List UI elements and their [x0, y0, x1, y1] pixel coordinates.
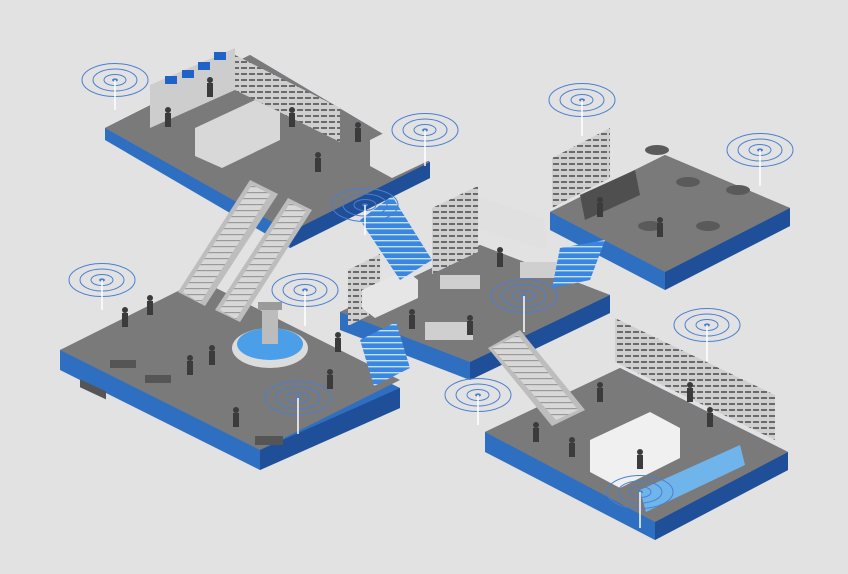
bench-row [80, 360, 283, 445]
cashier-desk [362, 270, 418, 318]
beacon-plaza-fountain [271, 273, 339, 326]
display-counter [195, 100, 280, 168]
produce-bins [590, 412, 680, 488]
stair-clothing-cafe [552, 240, 605, 288]
beacon-plaza-left [68, 263, 136, 310]
beacon-electronics-right [391, 113, 459, 166]
sofa [580, 170, 640, 220]
beacon-stair-center [444, 378, 512, 425]
beacon-cafe-left [548, 83, 616, 136]
beacon-plaza-front [264, 381, 332, 434]
tv-wall [150, 48, 235, 128]
beacon-grocery-front [606, 475, 674, 528]
stair-clothing-plaza [360, 322, 410, 386]
escalator-icon [178, 180, 585, 426]
shop-sign-wall [478, 196, 545, 250]
shopper-icon [122, 77, 713, 469]
bookshelf [552, 128, 610, 208]
fountain-plaza-platform [60, 280, 400, 470]
wall-shelf [235, 55, 340, 142]
beacon-cafe-right [726, 133, 794, 186]
cafe-library-platform [550, 128, 790, 290]
grocery-shelves [615, 318, 775, 440]
beacon-grocery-right [673, 308, 741, 361]
stair-electronics-clothing [360, 196, 432, 280]
electronics-store-platform [105, 48, 430, 248]
beacon-layer [68, 63, 794, 528]
fountain-icon [232, 302, 308, 368]
freezer-case [640, 445, 745, 512]
beacon-stair-lower [331, 188, 399, 235]
cafe-tables [638, 145, 750, 231]
checkout-counter [370, 120, 430, 178]
beacon-electronics-left [81, 63, 149, 110]
tv-displays [165, 52, 226, 84]
shoe-shelf [432, 186, 478, 274]
beacon-clothing-center [490, 279, 558, 332]
